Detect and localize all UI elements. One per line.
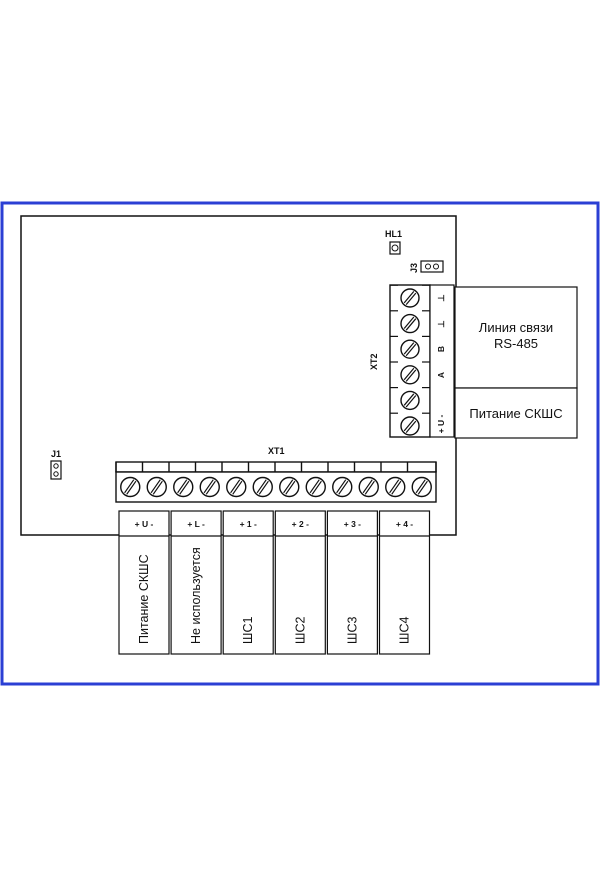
xt1-label-box — [222, 510, 274, 655]
xt1-label-box — [326, 510, 378, 655]
xt1-group: + 2 - ШС2 — [274, 510, 326, 655]
screw-icon — [400, 339, 420, 359]
screw-icon — [385, 476, 406, 498]
xt2-power-box — [454, 387, 578, 439]
screw-icon — [199, 476, 220, 498]
xt1-pin-label: + 3 - — [344, 519, 361, 529]
xt1-pin-label: + 2 - — [292, 519, 309, 529]
rs485-line2: RS-485 — [494, 336, 538, 351]
xt2-pin-label: ⊥ — [436, 320, 446, 328]
xt1-group-label: ШС3 — [345, 617, 359, 644]
xt1-pin-label: + 4 - — [396, 519, 413, 529]
xt1-label: XT1 — [268, 446, 285, 456]
screw-icon — [120, 476, 141, 498]
screw-icon — [400, 416, 420, 436]
screw-icon — [358, 476, 379, 498]
xt2-pin-label: A — [436, 372, 446, 378]
xt1-label-box — [274, 510, 326, 655]
xt1-label-box — [378, 510, 431, 655]
screw-icon — [279, 476, 300, 498]
j1-label: J1 — [51, 449, 61, 459]
xt1-label-box — [170, 510, 222, 655]
hl1-led-icon — [389, 241, 401, 255]
j3-jumper-icon — [420, 260, 444, 273]
screw-icon — [332, 476, 353, 498]
screw-icon — [400, 390, 420, 411]
screw-icon — [411, 476, 432, 498]
xt1-terminal-block — [115, 461, 437, 503]
screw-icon — [305, 476, 326, 498]
screw-icon — [226, 476, 247, 498]
xt1-group: + 3 - ШС3 — [326, 510, 378, 655]
outer-frame — [0, 201, 600, 686]
j1-jumper-icon — [50, 460, 62, 480]
xt1-pin-label: + 1 - — [240, 519, 257, 529]
hl1-label: HL1 — [385, 229, 402, 239]
xt1-group-label: Не используется — [189, 547, 203, 644]
xt1-group: + L - Не используется — [170, 510, 222, 655]
xt1-pin-label: + U - — [135, 519, 154, 529]
j3-label: J3 — [409, 263, 419, 273]
xt2-power-label: Питание СКШС — [469, 406, 562, 421]
screw-icon — [146, 476, 167, 498]
xt2-label: XT2 — [369, 353, 379, 370]
xt1-label-box — [118, 510, 170, 655]
xt2-pin-label: B — [436, 346, 446, 352]
rs485-box — [454, 286, 578, 389]
screw-icon — [173, 476, 194, 498]
xt1-group-label: ШС1 — [241, 617, 255, 644]
screw-icon — [252, 476, 273, 498]
rs485-line1: Линия связи — [479, 320, 553, 335]
xt1-group: + U - Питание СКШС — [118, 510, 170, 655]
screw-icon — [400, 365, 420, 385]
xt1-group-label: ШС4 — [398, 617, 412, 644]
xt1-groups: + U - Питание СКШС + L - Не используется + 1… — [118, 510, 431, 655]
xt1-group-label: ШС2 — [293, 617, 307, 644]
xt1-group-label: Питание СКШС — [137, 554, 151, 644]
xt1-pin-label: + L - — [187, 519, 205, 529]
xt1-group: + 1 - ШС1 — [222, 510, 274, 655]
screw-icon — [400, 313, 420, 334]
xt2-pin-label: + U - — [436, 415, 446, 434]
xt1-group: + 4 - ШС4 — [378, 510, 431, 655]
screw-icon — [400, 288, 420, 308]
xt2-pin-label: ⊥ — [436, 294, 446, 302]
xt2-terminal-block: ⊥ ⊥ B A + U - — [389, 284, 455, 438]
